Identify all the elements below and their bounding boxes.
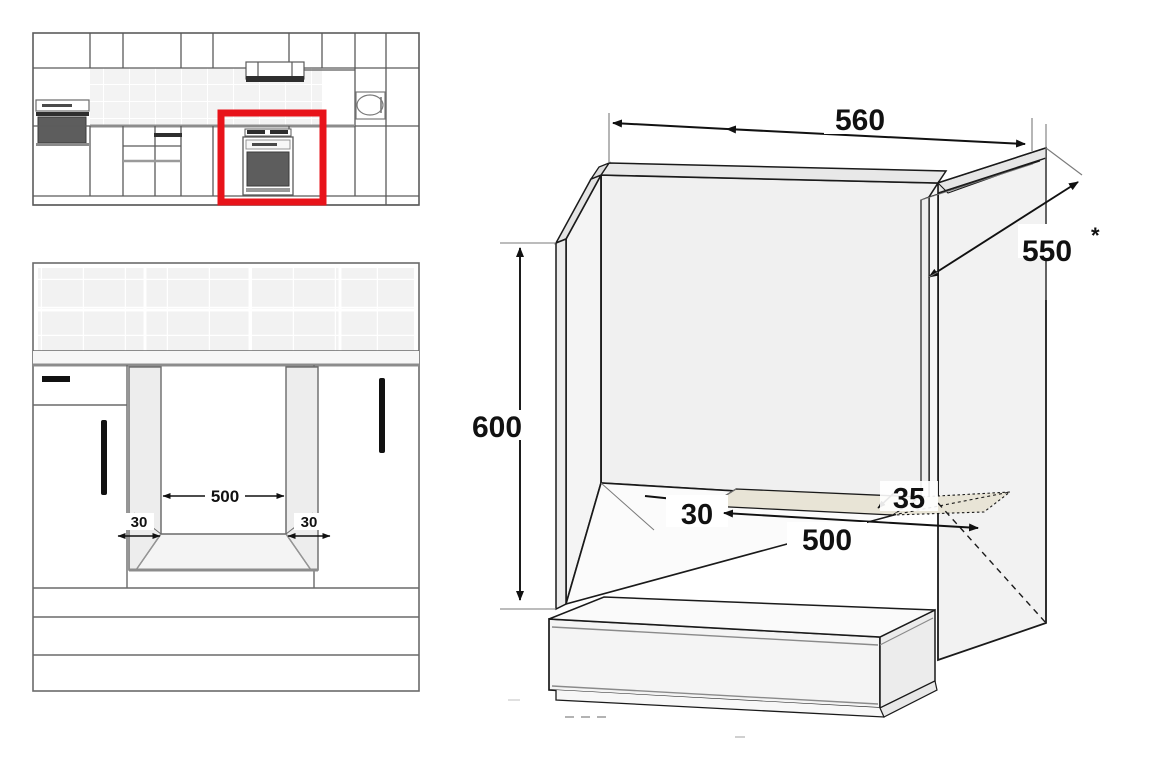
dim-30-right: 30 — [285, 512, 331, 539]
built-in-oven — [35, 99, 90, 146]
dim-600: 600 — [460, 242, 556, 610]
cabinet-back-panel — [600, 174, 939, 504]
dim-label-560: 560 — [835, 104, 885, 137]
freestanding-cooker — [242, 128, 294, 196]
dim-30-iso: 30 — [600, 482, 728, 531]
dim-500-elevation: 500 — [160, 486, 287, 534]
dim-label-30-right: 30 — [301, 514, 318, 531]
door-handle-left — [101, 420, 107, 495]
door-handle-right — [379, 378, 385, 453]
plinth-top-face — [548, 596, 936, 638]
dim-500-iso: 500 — [723, 509, 979, 557]
dim-label-550-asterisk: * — [1091, 223, 1100, 248]
sink — [355, 91, 386, 120]
niche-isometric-view: 560 550 * 600 30 — [460, 104, 1110, 738]
dim-label-550: 550 — [1022, 235, 1072, 268]
cabinet-right-inner-panel — [928, 180, 939, 516]
drawer-handle-horizontal — [42, 376, 70, 382]
dim-label-35: 35 — [893, 483, 925, 515]
dim-label-30-iso: 30 — [681, 499, 713, 531]
kitchen-plan-view — [32, 32, 420, 206]
dim-label-30-left: 30 — [131, 514, 148, 531]
dim-560: 560 — [608, 104, 1047, 163]
dim-35: 35 — [877, 481, 938, 515]
dim-550: 550 * — [928, 147, 1110, 300]
dim-label-500-elevation: 500 — [211, 487, 239, 506]
dim-label-500-iso: 500 — [802, 524, 852, 557]
dim-label-600: 600 — [472, 411, 522, 444]
extractor-hood — [245, 61, 355, 82]
niche-elevation-view: 500 30 30 — [32, 262, 420, 692]
dim-30-left: 30 — [117, 512, 162, 539]
cooker-location-highlight — [217, 109, 327, 206]
